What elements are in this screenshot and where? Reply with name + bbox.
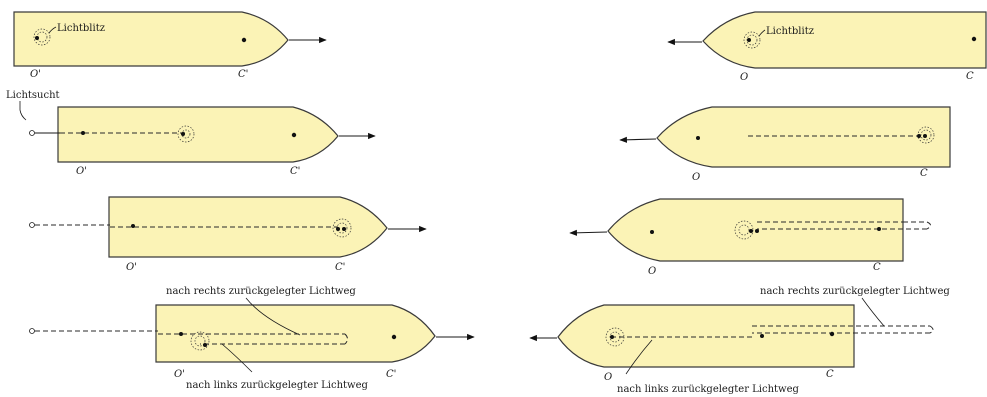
left-ship-row-3: O' C': [29, 196, 427, 273]
center-label-right-4: C: [826, 369, 834, 380]
path-left-label-left: nach links zurückgelegter Lichtweg: [186, 380, 369, 391]
center-label-left-4: C': [386, 369, 396, 380]
path-right-label-right: nach rechts zurückgelegter Lichtweg: [760, 286, 950, 297]
origin-label-left-2: O': [76, 166, 87, 177]
path-right-label-left: nach rechts zurückgelegter Lichtweg: [166, 286, 356, 297]
center-label-left-2: C': [290, 166, 300, 177]
flash-label-right: Lichtblitz: [766, 26, 814, 37]
left-ship-row-4: nach rechts zurückgelegter Lichtweg O' C…: [29, 286, 475, 391]
center-label-right-1: C: [966, 71, 974, 82]
origin-label-right-1: O: [740, 72, 748, 83]
flash-label-left: Lichtblitz: [57, 23, 105, 34]
origin-label-left-1: O': [30, 69, 41, 80]
path-left-label-right: nach links zurückgelegter Lichtweg: [617, 384, 800, 395]
origin-label-left-4: O': [174, 369, 185, 380]
right-ship-row-2: O C: [619, 106, 951, 183]
left-ship-row-2: Lichtsucht O' C': [6, 90, 376, 177]
origin-label-right-4: O: [604, 372, 612, 383]
observer-label: Lichtsucht: [6, 90, 60, 101]
right-ship-row-1: Lichtblitz O C: [667, 11, 987, 83]
origin-label-right-3: O: [648, 266, 656, 277]
right-ship-row-4: nach rechts zurückgelegter Lichtweg O C …: [529, 286, 950, 395]
left-ship-row-1: Lichtblitz O' C': [13, 11, 327, 80]
origin-label-right-2: O: [692, 172, 700, 183]
center-label-right-3: C: [873, 262, 881, 273]
center-label-left-1: C': [238, 69, 248, 80]
center-label-left-3: C': [335, 262, 345, 273]
origin-label-left-3: O': [126, 262, 137, 273]
right-ship-row-3: O C: [569, 198, 931, 277]
center-label-right-2: C: [920, 168, 928, 179]
